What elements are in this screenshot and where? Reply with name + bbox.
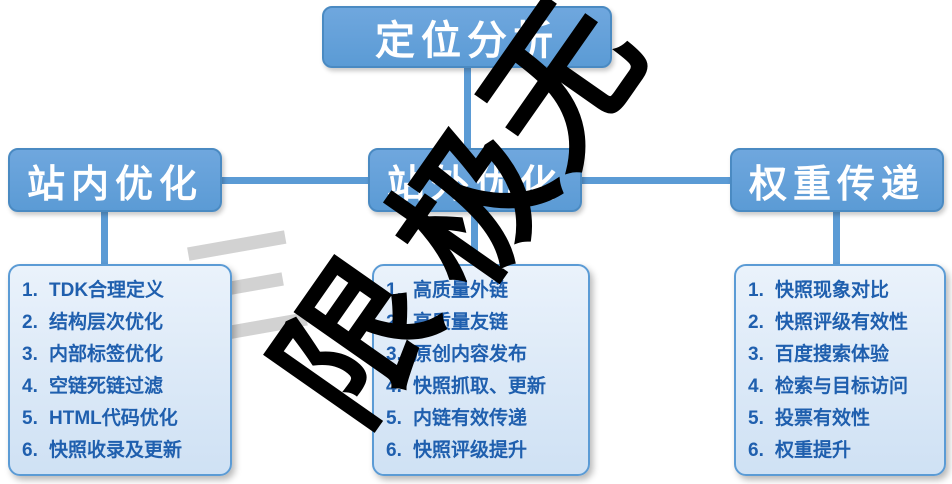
item-number: 5. bbox=[386, 408, 402, 429]
item-number: 4. bbox=[22, 376, 38, 397]
branch-node-offsite-optimization: 站外优化 bbox=[368, 148, 582, 212]
connector-root-to-center bbox=[464, 66, 471, 152]
item-number: 5. bbox=[748, 408, 764, 429]
item-text: 快照现象对比 bbox=[775, 280, 890, 301]
item-text: TDK合理定义 bbox=[49, 280, 165, 301]
item-number: 4. bbox=[748, 376, 764, 397]
connector-branch1-to-panel1 bbox=[101, 210, 108, 266]
item-number: 6. bbox=[748, 440, 764, 461]
list-item: 4. 快照抓取、更新 bbox=[386, 371, 580, 403]
item-text: 结构层次优化 bbox=[49, 312, 164, 333]
list-item: 5. HTML代码优化 bbox=[22, 403, 222, 435]
list-item: 1. TDK合理定义 bbox=[22, 275, 222, 307]
branch-node-onsite-optimization: 站内优化 bbox=[8, 148, 222, 212]
panel-offsite-optimization: 1. 高质量外链 2. 高质量友链 3. 原创内容发布 4. 快照抓取、更新 5… bbox=[372, 264, 590, 476]
item-text: 内部标签优化 bbox=[49, 344, 164, 365]
item-text: 投票有效性 bbox=[775, 408, 871, 429]
list-item: 6. 权重提升 bbox=[748, 435, 936, 467]
item-number: 6. bbox=[22, 440, 38, 461]
item-number: 1. bbox=[748, 280, 764, 301]
item-number: 2. bbox=[22, 312, 38, 333]
list-item: 3. 内部标签优化 bbox=[22, 339, 222, 371]
list-item: 2. 结构层次优化 bbox=[22, 307, 222, 339]
item-number: 2. bbox=[386, 312, 402, 333]
list-item: 1. 高质量外链 bbox=[386, 275, 580, 307]
connector-branch2-to-panel2 bbox=[471, 210, 478, 266]
item-text: 快照抓取、更新 bbox=[413, 376, 547, 397]
item-text: 空链死链过滤 bbox=[49, 376, 164, 397]
item-number: 3. bbox=[386, 344, 402, 365]
connector-branch3-to-panel3 bbox=[833, 210, 840, 266]
panel-weight-transfer: 1. 快照现象对比 2. 快照评级有效性 3. 百度搜索体验 4. 检索与目标访… bbox=[734, 264, 946, 476]
item-number: 1. bbox=[386, 280, 402, 301]
list-item: 6. 快照评级提升 bbox=[386, 435, 580, 467]
item-text: 百度搜索体验 bbox=[775, 344, 890, 365]
list-item: 1. 快照现象对比 bbox=[748, 275, 936, 307]
root-node-positioning-analysis: 定位分析 bbox=[322, 6, 612, 68]
item-number: 2. bbox=[748, 312, 764, 333]
item-text: 高质量友链 bbox=[413, 312, 509, 333]
item-text: 检索与目标访问 bbox=[775, 376, 909, 397]
item-text: 权重提升 bbox=[775, 440, 852, 461]
item-number: 6. bbox=[386, 440, 402, 461]
list-item: 2. 快照评级有效性 bbox=[748, 307, 936, 339]
list-item: 4. 检索与目标访问 bbox=[748, 371, 936, 403]
item-number: 4. bbox=[386, 376, 402, 397]
list-item: 2. 高质量友链 bbox=[386, 307, 580, 339]
item-text: 原创内容发布 bbox=[413, 344, 528, 365]
list-item: 3. 百度搜索体验 bbox=[748, 339, 936, 371]
item-number: 3. bbox=[748, 344, 764, 365]
item-text: 高质量外链 bbox=[413, 280, 509, 301]
item-number: 1. bbox=[22, 280, 38, 301]
item-text: 快照收录及更新 bbox=[49, 440, 183, 461]
item-text: 内链有效传递 bbox=[413, 408, 528, 429]
item-number: 5. bbox=[22, 408, 38, 429]
item-text: 快照评级提升 bbox=[413, 440, 528, 461]
root-node-label: 定位分析 bbox=[375, 19, 559, 63]
branch-node-label: 权重传递 bbox=[748, 163, 925, 206]
list-item: 5. 投票有效性 bbox=[748, 403, 936, 435]
list-item: 3. 原创内容发布 bbox=[386, 339, 580, 371]
list-item: 5. 内链有效传递 bbox=[386, 403, 580, 435]
branch-node-label: 站内优化 bbox=[26, 163, 203, 206]
item-text: 快照评级有效性 bbox=[775, 312, 909, 333]
list-item: 4. 空链死链过滤 bbox=[22, 371, 222, 403]
item-number: 3. bbox=[22, 344, 38, 365]
item-text: HTML代码优化 bbox=[49, 408, 178, 429]
list-item: 6. 快照收录及更新 bbox=[22, 435, 222, 467]
branch-node-label: 站外优化 bbox=[386, 163, 563, 206]
panel-onsite-optimization: 1. TDK合理定义 2. 结构层次优化 3. 内部标签优化 4. 空链死链过滤… bbox=[8, 264, 232, 476]
branch-node-weight-transfer: 权重传递 bbox=[730, 148, 944, 212]
